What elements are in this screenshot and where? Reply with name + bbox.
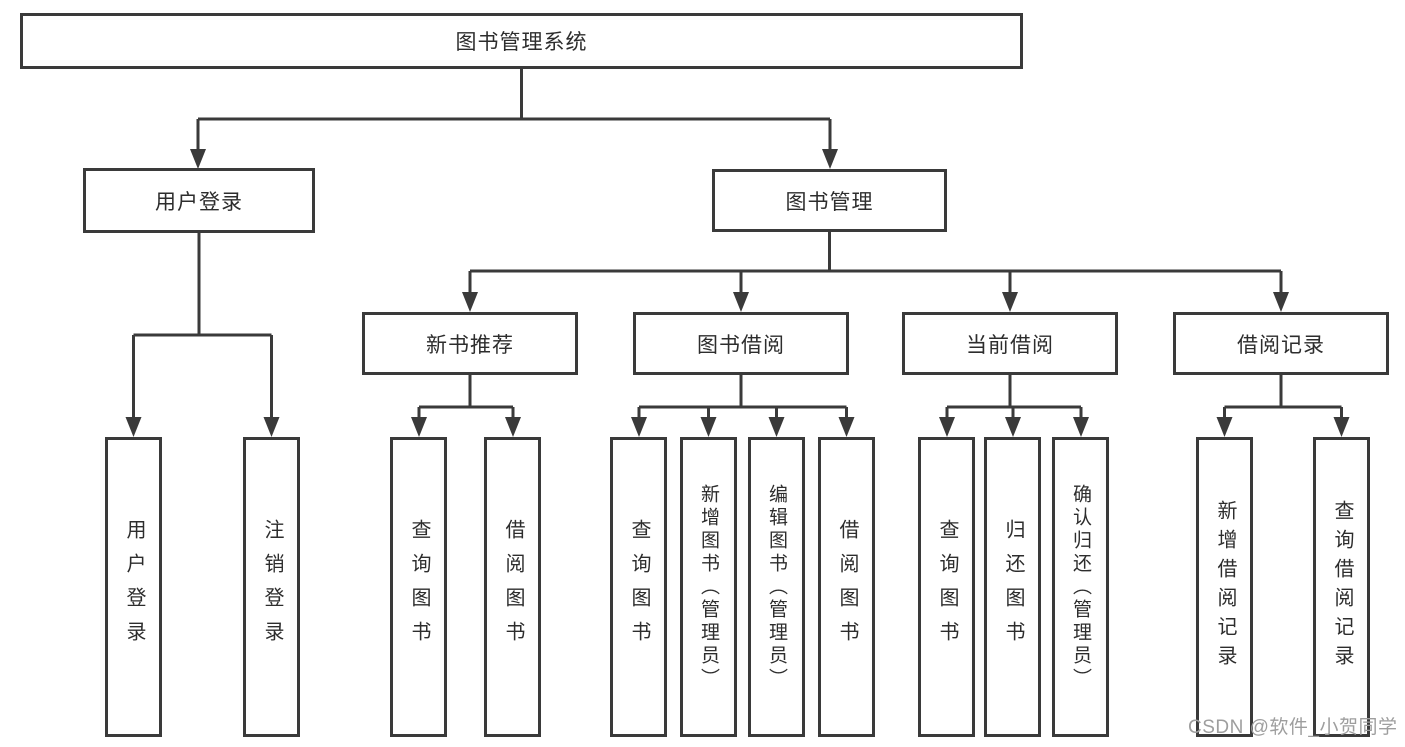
leaf-logout-label: 注销登录 (261, 519, 283, 655)
node-book-management: 图书管理 (712, 169, 947, 232)
leaf-borrow-books-borrowing-label: 借阅图书 (836, 519, 858, 655)
node-new-book-recommend: 新书推荐 (362, 312, 578, 375)
leaf-query-borrow-record-label: 查询借阅记录 (1331, 500, 1353, 674)
leaf-add-books-admin: 新增图书（管理员） (680, 437, 737, 737)
leaf-query-borrow-record: 查询借阅记录 (1313, 437, 1370, 737)
node-book-borrowing-label: 图书借阅 (697, 333, 785, 357)
leaf-edit-books-admin: 编辑图书（管理员） (748, 437, 805, 737)
node-book-management-label: 图书管理 (785, 190, 874, 214)
leaf-query-books-recommend: 查询图书 (390, 437, 447, 737)
node-new-book-recommend-label: 新书推荐 (426, 333, 514, 357)
leaf-return-books: 归还图书 (984, 437, 1041, 737)
leaf-query-books-borrowing: 查询图书 (610, 437, 667, 737)
node-user-login: 用户登录 (83, 168, 315, 233)
leaf-confirm-return-admin: 确认归还（管理员） (1052, 437, 1109, 737)
leaf-query-books-borrowing-label: 查询图书 (628, 519, 650, 655)
leaf-borrow-books-borrowing: 借阅图书 (818, 437, 875, 737)
leaf-return-books-label: 归还图书 (1002, 519, 1024, 655)
node-root: 图书管理系统 (20, 13, 1023, 69)
leaf-query-books-recommend-label: 查询图书 (408, 519, 430, 655)
leaf-borrow-books-recommend: 借阅图书 (484, 437, 541, 737)
leaf-confirm-return-admin-label: 确认归还（管理员） (1070, 483, 1091, 691)
leaf-query-books-current-label: 查询图书 (936, 519, 958, 655)
node-borrow-records-label: 借阅记录 (1237, 333, 1325, 357)
leaf-user-login: 用户登录 (105, 437, 162, 737)
node-book-borrowing: 图书借阅 (633, 312, 849, 375)
leaf-borrow-books-recommend-label: 借阅图书 (502, 519, 524, 655)
leaf-user-login-label: 用户登录 (123, 519, 145, 655)
node-current-borrowing-label: 当前借阅 (966, 333, 1054, 357)
node-root-label: 图书管理系统 (455, 31, 588, 54)
leaf-logout: 注销登录 (243, 437, 300, 737)
leaf-add-borrow-record: 新增借阅记录 (1196, 437, 1253, 737)
node-current-borrowing: 当前借阅 (902, 312, 1118, 375)
leaf-add-books-admin-label: 新增图书（管理员） (698, 483, 719, 691)
node-user-login-label: 用户登录 (155, 190, 243, 214)
node-borrow-records: 借阅记录 (1173, 312, 1389, 375)
watermark: CSDN @软件_小贺同学 (1188, 717, 1398, 738)
leaf-query-books-current: 查询图书 (918, 437, 975, 737)
leaf-add-borrow-record-label: 新增借阅记录 (1214, 500, 1236, 674)
leaf-edit-books-admin-label: 编辑图书（管理员） (766, 483, 787, 691)
